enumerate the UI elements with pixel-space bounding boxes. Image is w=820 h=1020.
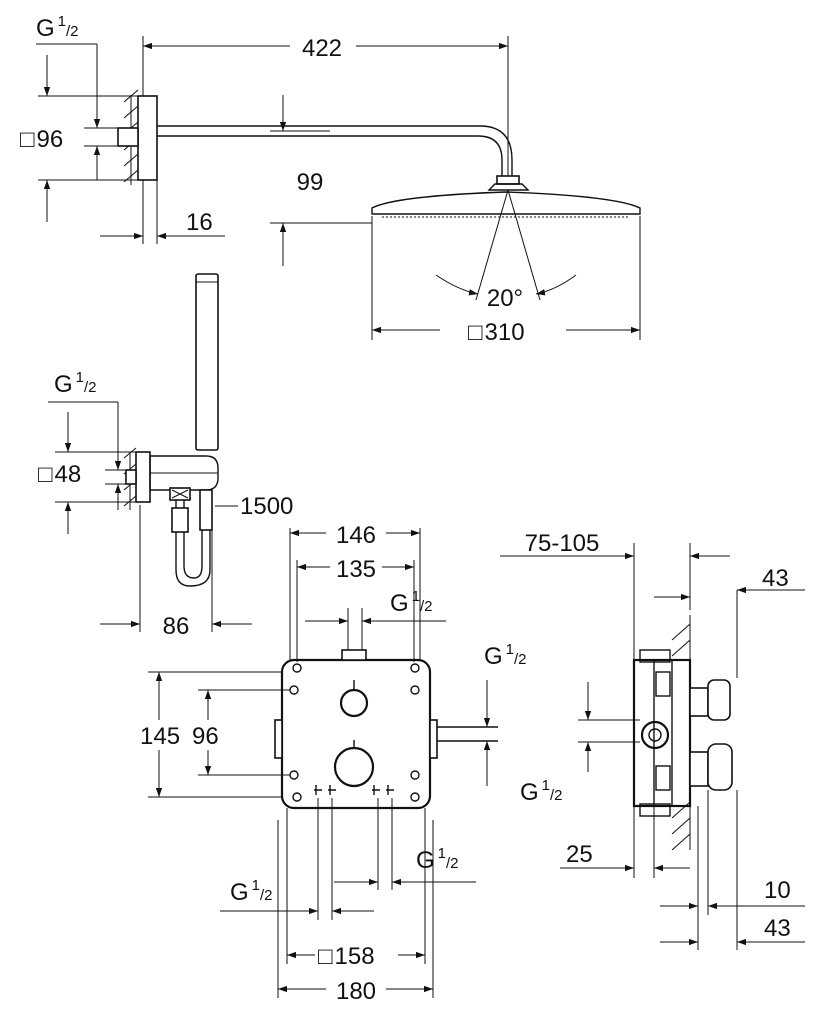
- dim-angle: 20°: [487, 285, 523, 312]
- dim-180: 180: [336, 978, 376, 1005]
- side-inlet: [640, 720, 670, 750]
- hose: [175, 500, 211, 587]
- dim-146: 146: [336, 522, 376, 549]
- dim-43-bottom: 43: [764, 915, 791, 942]
- head-connector: [496, 175, 520, 185]
- outlet-plate: [135, 451, 151, 503]
- dim-145: 145: [140, 723, 180, 750]
- dim-99: 99: [297, 169, 324, 196]
- upper-cartridge-side: [707, 679, 731, 721]
- lower-cartridge: [333, 746, 375, 788]
- dim-310: □310: [468, 319, 525, 346]
- dim-75-105: 75-105: [525, 530, 600, 557]
- shower-arm: [157, 125, 513, 178]
- dim-96-valve: 96: [192, 723, 219, 750]
- connector-stub: [117, 127, 139, 147]
- dim-96-flange: □96: [20, 126, 63, 153]
- ceiling-flange: [137, 95, 158, 181]
- dim-1500: 1500: [240, 493, 293, 520]
- dim-25: 25: [566, 841, 593, 868]
- dim-48: □48: [38, 461, 81, 488]
- dim-422: 422: [302, 35, 342, 62]
- dim-135: 135: [336, 556, 376, 583]
- lower-cartridge-side: [707, 743, 733, 791]
- rain-head: [371, 191, 641, 215]
- dim-86: 86: [163, 613, 190, 640]
- upper-cartridge: [339, 688, 369, 718]
- dim-16: 16: [186, 209, 213, 236]
- hand-shower-handle: [195, 273, 219, 451]
- dim-158: □158: [318, 943, 375, 970]
- dim-10: 10: [764, 877, 791, 904]
- dim-43-top: 43: [762, 565, 789, 592]
